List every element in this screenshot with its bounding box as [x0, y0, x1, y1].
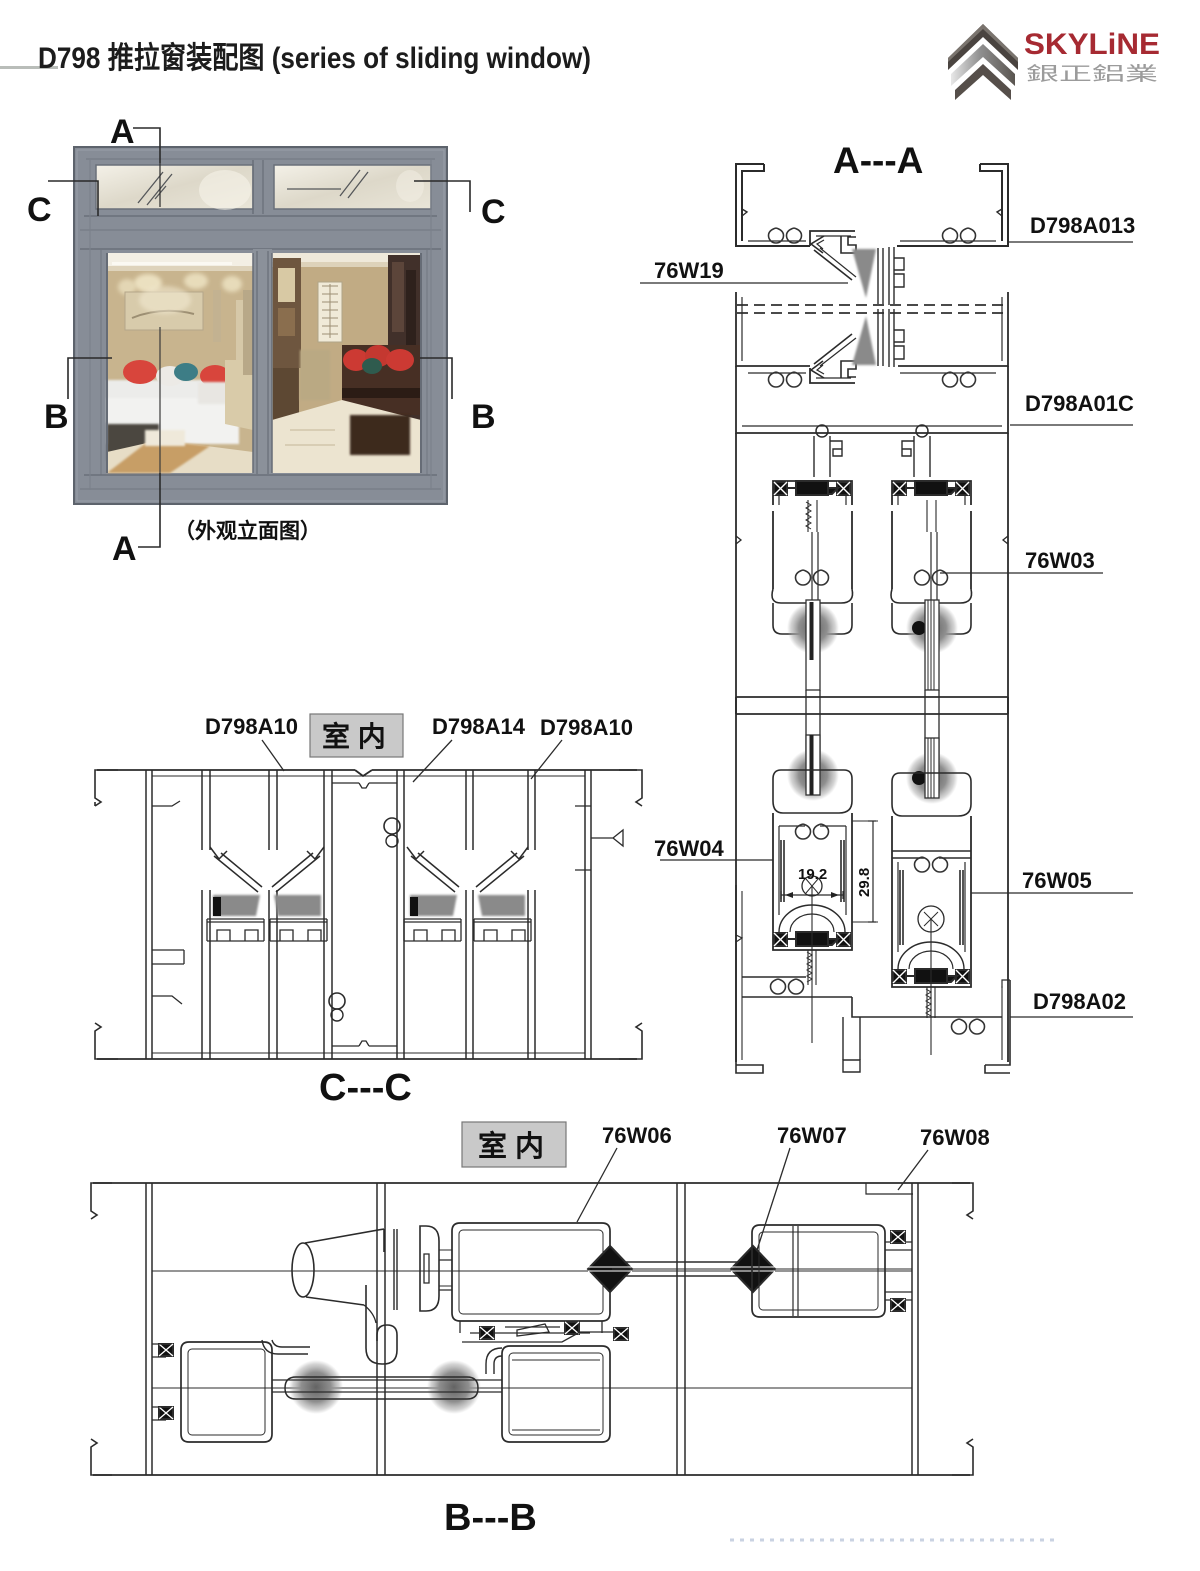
svg-text:B: B	[471, 398, 496, 436]
svg-text:19.2: 19.2	[798, 866, 827, 883]
svg-text:D798A10: D798A10	[205, 714, 298, 739]
svg-text:A---A: A---A	[833, 140, 923, 181]
svg-text:76W05: 76W05	[1022, 868, 1092, 893]
svg-text:D798 推拉窗装配图 (series of sliding: D798 推拉窗装配图 (series of sliding window)	[38, 41, 591, 75]
svg-text:76W03: 76W03	[1025, 548, 1095, 573]
svg-text:（外观立面图）: （外观立面图）	[174, 519, 321, 543]
svg-text:C: C	[481, 193, 506, 231]
svg-text:D798A10: D798A10	[540, 715, 633, 740]
svg-text:76W07: 76W07	[777, 1123, 847, 1148]
svg-text:B---B: B---B	[444, 1497, 537, 1539]
svg-text:76W19: 76W19	[654, 258, 724, 283]
svg-text:B: B	[44, 398, 69, 436]
svg-text:SKYLiNE: SKYLiNE	[1024, 28, 1160, 61]
svg-text:A: A	[112, 530, 137, 568]
svg-text:76W04: 76W04	[654, 836, 724, 861]
svg-text:76W06: 76W06	[602, 1123, 672, 1148]
svg-text:D798A01C: D798A01C	[1025, 391, 1134, 416]
svg-text:室 内: 室 内	[322, 720, 386, 752]
svg-text:C---C: C---C	[319, 1067, 412, 1109]
svg-text:室 内: 室 内	[478, 1129, 544, 1163]
svg-text:D798A013: D798A013	[1030, 213, 1135, 238]
svg-text:76W08: 76W08	[920, 1125, 990, 1150]
svg-text:A: A	[110, 113, 135, 151]
svg-text:銀正鋁業: 銀正鋁業	[1026, 63, 1158, 85]
svg-text:C: C	[27, 191, 52, 229]
svg-text:29.8: 29.8	[856, 868, 873, 897]
svg-text:D798A14: D798A14	[432, 714, 526, 739]
svg-text:D798A02: D798A02	[1033, 989, 1126, 1014]
